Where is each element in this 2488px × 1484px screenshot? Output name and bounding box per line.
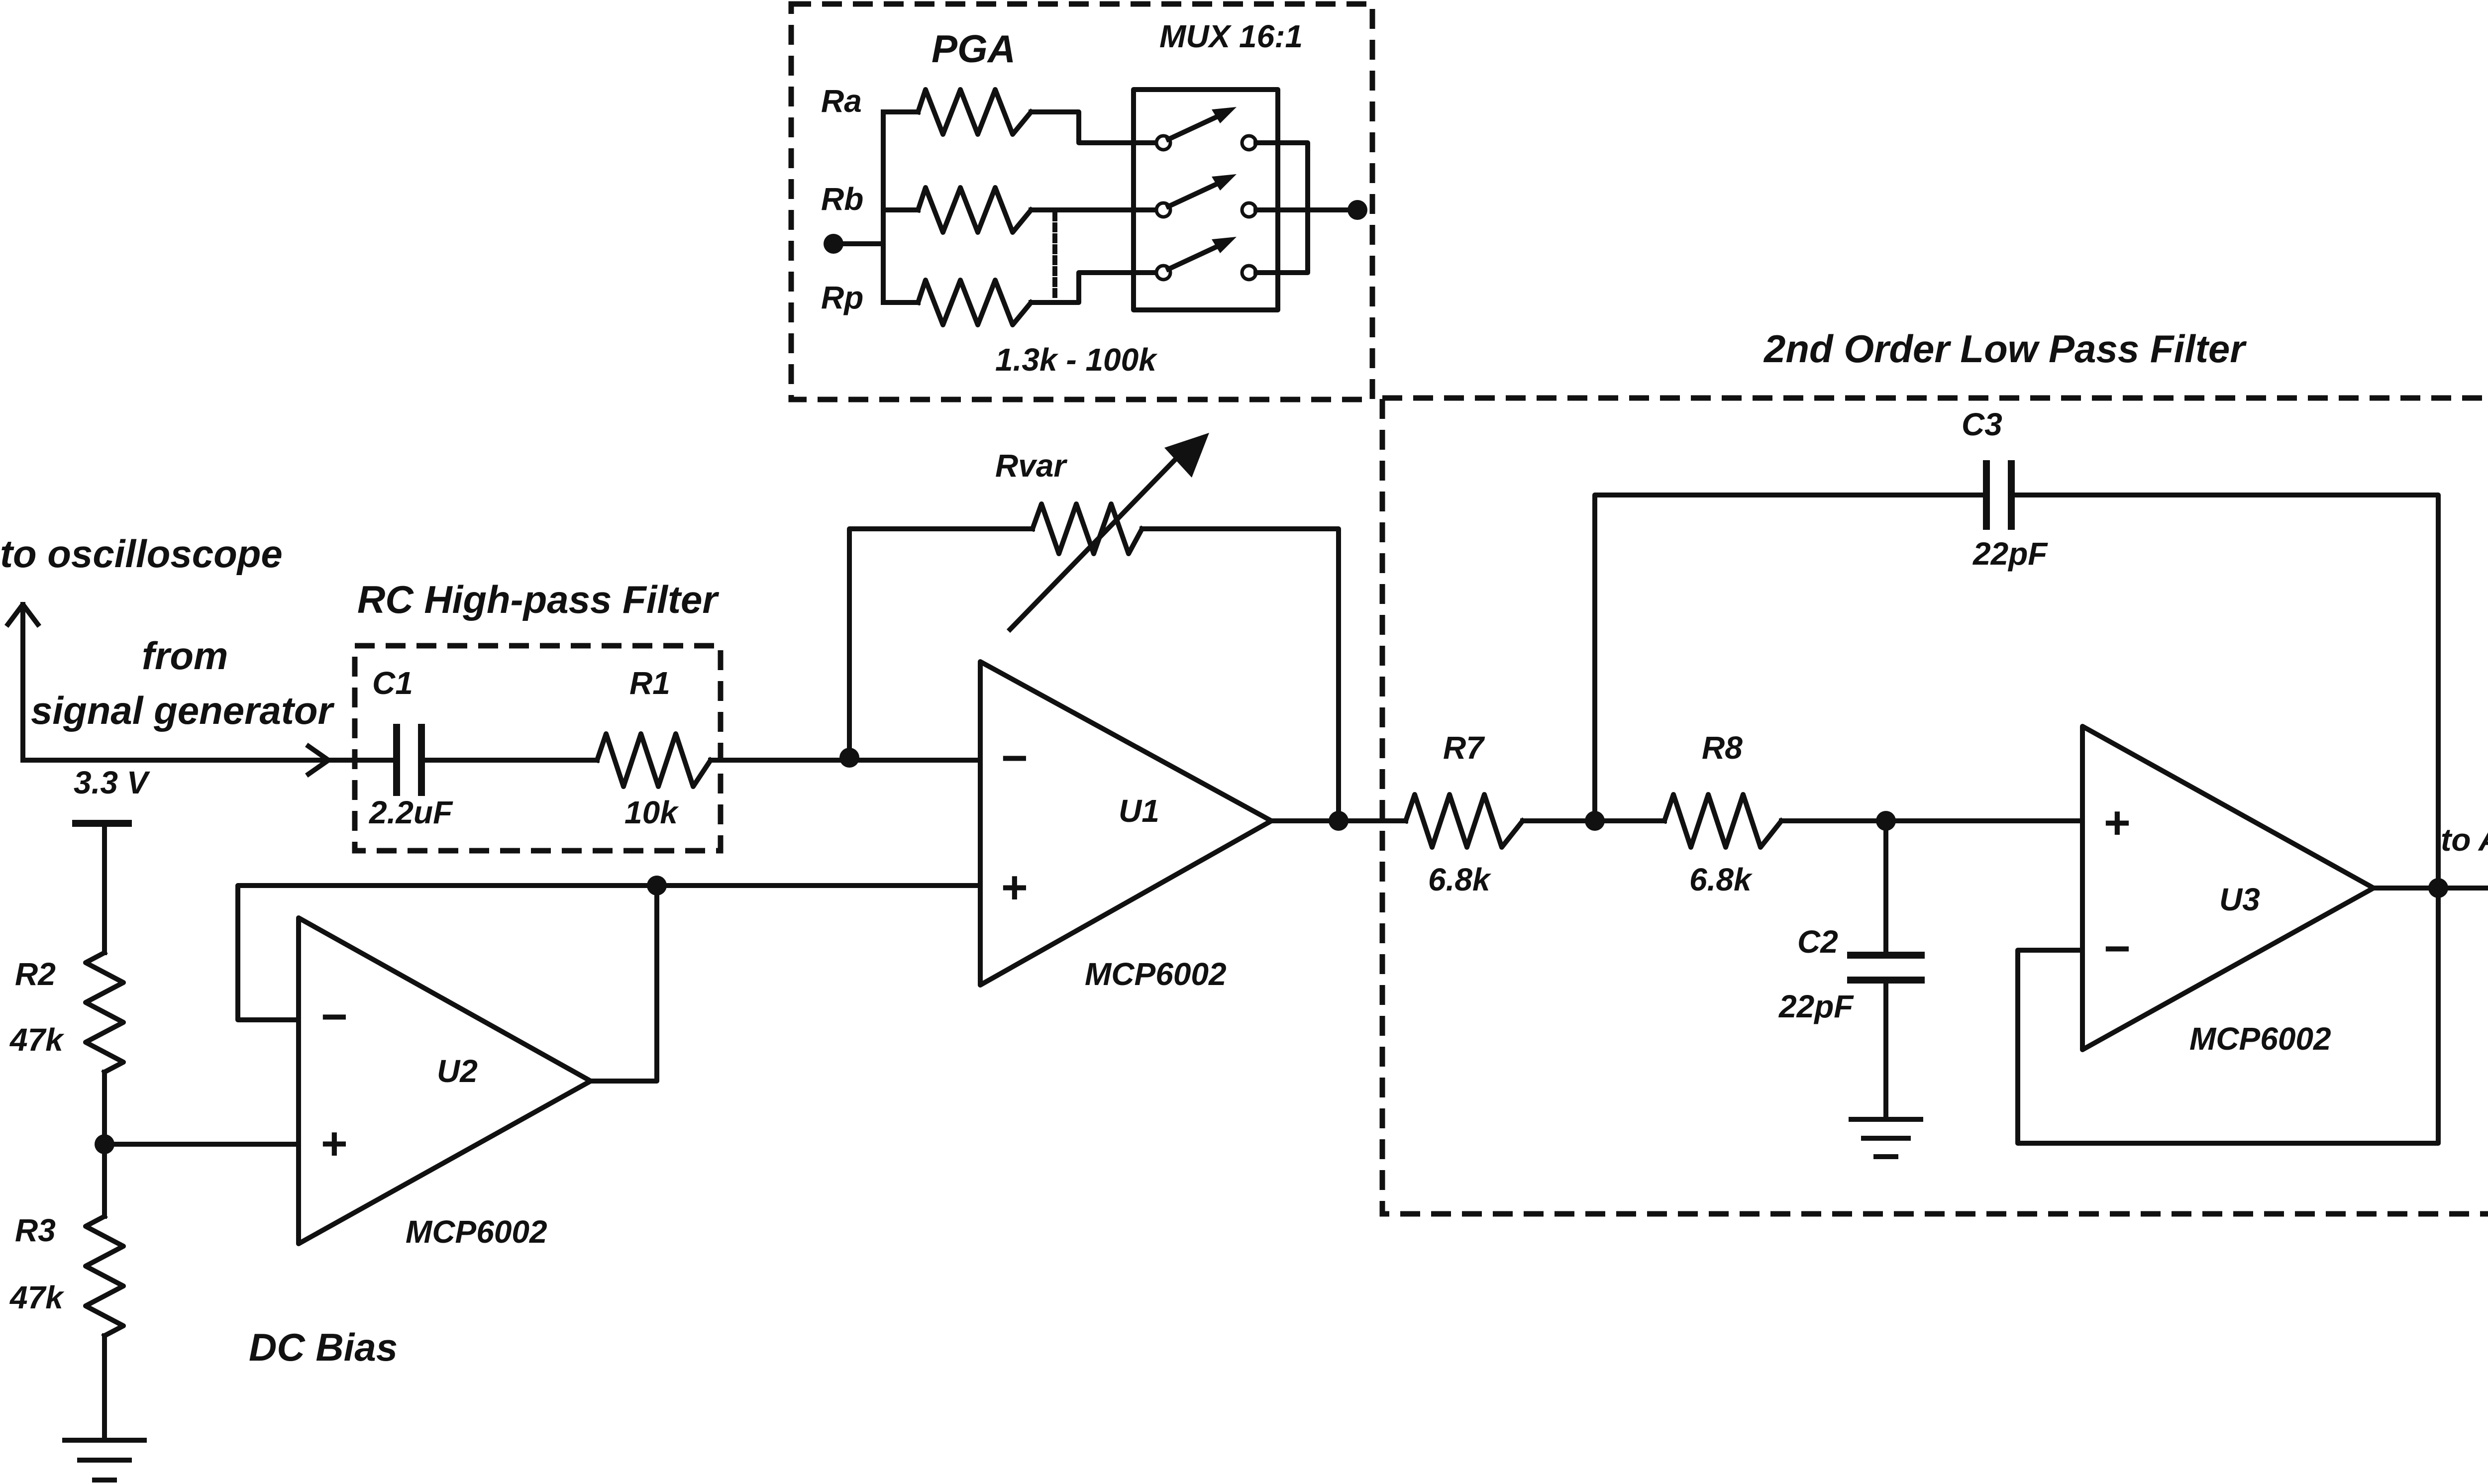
op-amp-u1-body [978,659,1274,988]
pga-title: PGA [932,27,1016,71]
u3-part-label: MCP6002 [2189,1021,2331,1057]
u2-label: U2 [437,1053,478,1089]
resistor-r8 [1661,792,1785,850]
r3-label: R3 [15,1212,56,1248]
dc-bias-label: DC Bias [249,1325,398,1369]
capacitor-c2 [1847,952,1925,984]
op-amp-u2-body [296,915,593,1246]
mux-switch-3-arrowhead [1212,237,1237,253]
low-pass-filter-section: 2nd Order Low Pass Filter R7 6.8k C3 22p… [1336,327,2488,1217]
resistor-range-label: 1.3k - 100k [995,342,1158,378]
u1-minus-sign: − [1001,733,1028,784]
c3-right-wire [2010,493,2441,890]
resistor-r2 [83,949,126,1076]
resistor-r3 [83,1213,126,1339]
mux-box [1131,87,1280,312]
op-amp-u3-body [2080,724,2376,1052]
dc-bias-section: 3.3 V R2 47k R3 47k DC Bias [9,765,398,1483]
rb-label: Rb [821,181,863,217]
r8-value: 6.8k [1689,862,1753,897]
c2-label: C2 [1797,924,1838,960]
ra-to-mux-wire [1029,109,1166,145]
resistor-r7 [1402,792,1527,850]
rc-high-pass-title: RC High-pass Filter [357,578,719,621]
u2-plus-sign: + [321,1118,348,1169]
rvar-feedback-left [847,526,1035,760]
pga-mux-section: PGA MUX 16:1 Ra Rb Rp 1.3k - 100k [788,1,1375,402]
capacitor-c1 [393,724,425,796]
ra-label: Ra [821,83,862,119]
resistor-ra [915,87,1035,137]
rvar-label: Rvar [995,448,1067,484]
input-section: to oscilloscope from signal generator [0,532,334,778]
mux-title: MUX 16:1 [1159,18,1303,54]
mux-switch-1-arrowhead [1212,107,1237,123]
signal-generator-label: signal generator [31,689,334,732]
to-oscilloscope-label: to oscilloscope [0,532,283,576]
r1-value: 10k [624,794,679,830]
pga-input-rail [831,109,886,305]
r8-label: R8 [1702,730,1743,766]
vcc-label: 3.3 V [74,765,151,800]
pga-box [788,1,1375,402]
r2-value: 47k [9,1022,65,1058]
mux-output-dot [1348,200,1367,220]
resistor-r1 [594,731,714,789]
rc-high-pass-box [352,643,724,854]
low-pass-title: 2nd Order Low Pass Filter [1763,327,2247,371]
mux-switch-2-arrowhead [1212,174,1237,191]
rp-label: Rp [821,280,863,315]
c3-left-wire [1592,493,1988,823]
c1-value: 2.2uF [369,794,453,830]
op-amp-u2: − + U2 MCP6002 [235,883,659,1250]
resistor-rvar [1029,501,1145,556]
u2-feedback-wire [235,883,659,1084]
u3-label: U3 [2219,882,2260,917]
r2-label: R2 [15,956,56,992]
r3-value: 47k [9,1280,65,1315]
u1-label: U1 [1119,793,1159,829]
u3-output-node-dot [2428,878,2448,898]
u2-minus-sign: − [321,991,348,1042]
u2-part-label: MCP6002 [406,1214,547,1250]
c3-label: C3 [1962,406,2002,442]
ground-symbol-bias [62,1438,147,1483]
low-pass-box [1379,395,2488,1217]
u3-plus-sign: + [2104,797,2131,848]
from-label: from [142,634,228,678]
mux-switch-1 [1165,110,1228,143]
rvar-variable-arrow-line [1006,446,1188,633]
c3-value: 22pF [1972,536,2048,572]
u3-minus-sign: − [2104,923,2131,974]
r1-label: R1 [629,665,670,701]
mux-switch-2 [1165,177,1228,210]
rvar-feedback-right [1140,526,1341,826]
oscilloscope-arrow [4,602,41,763]
r7-value: 6.8k [1428,862,1492,897]
mux-switch-3 [1165,240,1228,273]
u3-feedback-wire [2015,886,2441,1146]
ground-symbol-c2 [1849,1117,1923,1159]
op-amp-u1: − + U1 MCP6002 Rvar [647,433,1348,992]
resistor-rb [915,185,1035,235]
u1-part-label: MCP6002 [1085,956,1227,992]
mux-output-wiring [1253,140,1360,275]
r7-label: R7 [1443,730,1485,766]
rc-high-pass-filter: RC High-pass Filter C1 2.2uF R1 10k [326,578,724,854]
c1-label: C1 [372,665,413,701]
rvar-variable-arrowhead [1164,433,1209,478]
capacitor-c3 [1983,460,2015,530]
u1-plus-sign: + [1001,862,1028,913]
to-adc-label: to ADC [2441,822,2488,858]
c2-value: 22pF [1778,989,1854,1024]
resistor-rp [915,278,1035,327]
rp-to-mux-wire [1029,270,1166,305]
